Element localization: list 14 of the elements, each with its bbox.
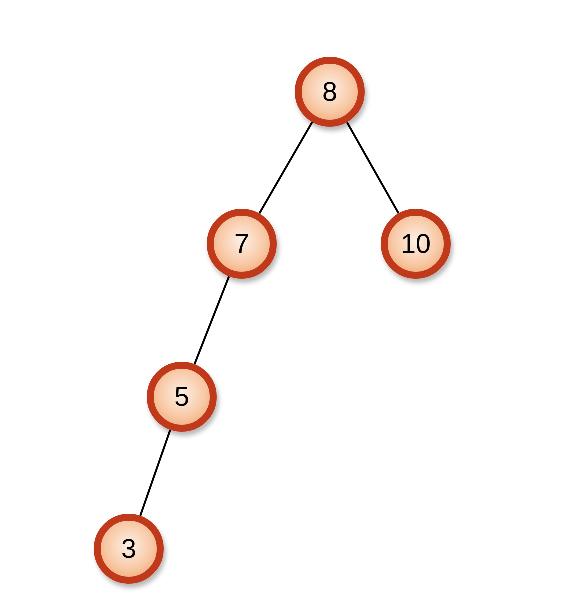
tree-node-circle xyxy=(295,57,365,127)
tree-node-circle xyxy=(207,209,277,279)
node-value: 7 xyxy=(234,230,250,258)
node-value: 10 xyxy=(400,230,432,258)
tree-edge-line xyxy=(258,122,314,214)
tree-edge-line xyxy=(346,122,400,214)
node-value: 5 xyxy=(174,384,190,410)
tree-edge-line xyxy=(140,430,172,516)
tree-node-circle xyxy=(381,209,451,279)
tree-edge-line xyxy=(194,276,230,365)
tree-node-circle xyxy=(94,514,164,584)
node-value: 8 xyxy=(322,78,338,106)
tree-node-circle xyxy=(147,362,217,432)
node-value: 3 xyxy=(121,536,137,562)
